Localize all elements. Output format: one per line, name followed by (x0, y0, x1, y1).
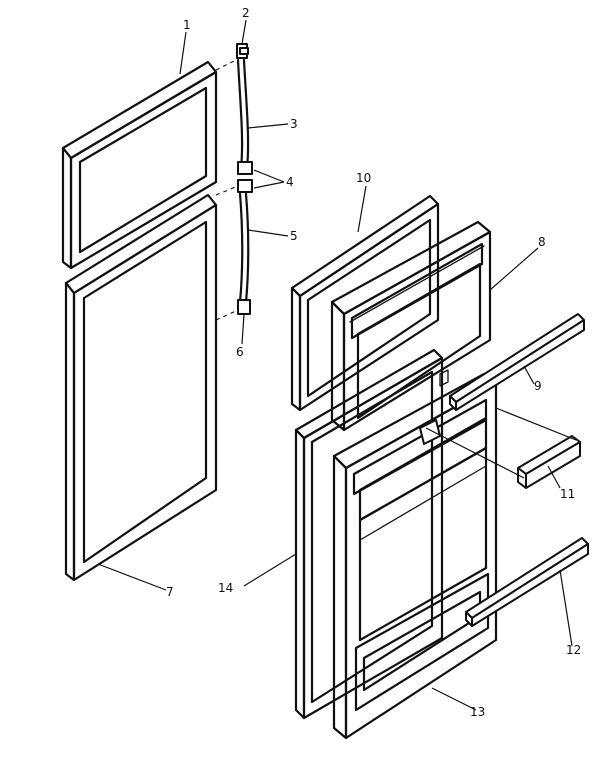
callout-8: 8 (538, 235, 546, 249)
bracket (425, 407, 581, 489)
freezer-door-liner (330, 220, 492, 432)
callout-10: 10 (356, 171, 371, 185)
callout-4: 4 (286, 175, 294, 189)
callout-5: 5 (290, 229, 298, 243)
callout-9: 9 (534, 379, 542, 393)
shelf-bar (449, 313, 585, 411)
callout-2: 2 (242, 6, 250, 20)
leader-lines (97, 19, 573, 711)
callout-1: 1 (183, 18, 191, 32)
callout-14: 14 (218, 581, 233, 595)
callout-7: 7 (166, 585, 174, 599)
callout-13: 13 (470, 705, 485, 719)
fresh-food-door-gasket (64, 193, 218, 582)
handle-assembly (215, 43, 253, 321)
fresh-food-door-liner (332, 372, 498, 740)
callout-11: 11 (560, 487, 575, 501)
freezer-liner-gasket (290, 194, 440, 412)
callout-6: 6 (236, 345, 244, 359)
callout-12: 12 (566, 643, 581, 657)
lower-shelf-bar (465, 537, 589, 627)
callout-3: 3 (290, 117, 298, 131)
fresh-food-liner-gasket (294, 348, 444, 720)
freezer-door-gasket (61, 60, 218, 270)
callout-labels: 1 2 3 4 5 6 7 8 9 10 11 12 13 14 (166, 6, 581, 719)
